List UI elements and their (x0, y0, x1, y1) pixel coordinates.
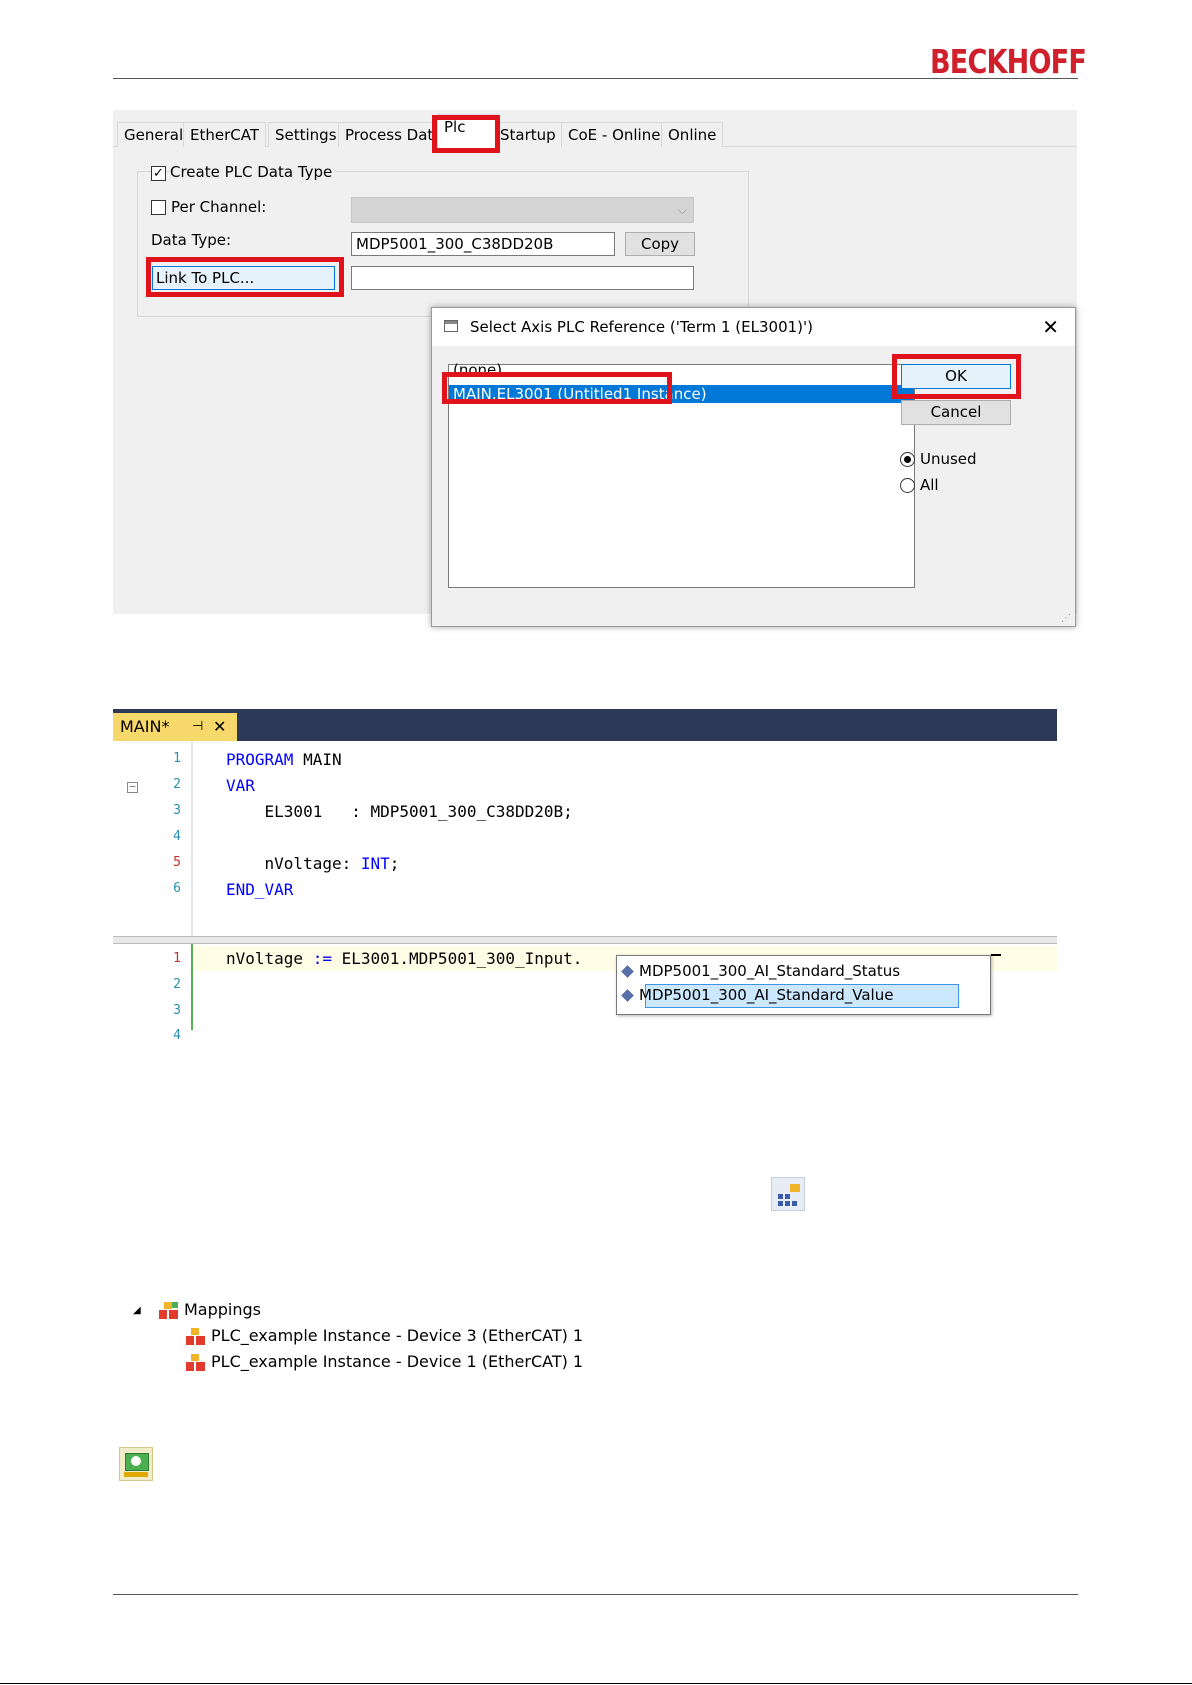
tab-general[interactable]: General (117, 122, 191, 147)
select-axis-plc-reference-dialog: Select Axis PLC Reference ('Term 1 (EL30… (431, 307, 1076, 627)
pane-splitter[interactable] (113, 936, 1057, 944)
beckhoff-logo: BECKHOFF (930, 42, 1087, 81)
tab-startup[interactable]: Startup (493, 122, 563, 147)
tree-item-mapping[interactable]: PLC_example Instance - Device 3 (EtherCA… (186, 1326, 583, 1346)
editor-tab-strip (113, 709, 1057, 741)
header-rule (113, 78, 1078, 79)
window-icon (444, 320, 458, 332)
resize-grip-icon[interactable]: ⋰ (1061, 613, 1071, 624)
all-label: All (920, 476, 939, 494)
dialog-titlebar: Select Axis PLC Reference ('Term 1 (EL30… (432, 308, 1075, 346)
tree-item-mapping[interactable]: PLC_example Instance - Device 1 (EtherCA… (186, 1352, 583, 1372)
mappings-icon (159, 1301, 179, 1320)
link-to-plc-button[interactable]: Link To PLC... (152, 266, 335, 290)
line-number: 4 (173, 829, 181, 844)
code-line: PROGRAM MAIN (226, 750, 342, 769)
line-number: 1 (173, 951, 181, 966)
footer-rule (113, 1594, 1078, 1595)
code-line: EL3001 : MDP5001_300_C38DD20B; (226, 802, 573, 821)
code-line: VAR (226, 776, 255, 795)
create-plc-data-type-label: Create PLC Data Type (170, 163, 336, 181)
code-line: END_VAR (226, 880, 294, 899)
code-line: nVoltage: INT; (226, 854, 400, 873)
list-item[interactable]: MAIN.EL3001 (Untitled1 Instance) (453, 385, 707, 403)
line-number: 1 (173, 751, 181, 766)
line-number: 2 (173, 777, 181, 792)
line-number: 4 (173, 1028, 181, 1043)
list-item-selected-bg (449, 385, 914, 403)
unused-radio[interactable] (900, 452, 915, 467)
close-icon[interactable]: ✕ (213, 717, 227, 736)
line-number: 6 (173, 881, 181, 896)
list-item[interactable]: (none) (453, 361, 503, 379)
tab-coe-online[interactable]: CoE - Online (561, 122, 668, 147)
data-type-label: Data Type: (151, 231, 232, 249)
pin-icon[interactable]: ⊣ (192, 719, 204, 734)
member-icon (621, 989, 634, 1002)
line-number: 2 (173, 977, 181, 992)
tab-settings[interactable]: Settings (268, 122, 344, 147)
cancel-button[interactable]: Cancel (901, 400, 1011, 425)
autocomplete-item[interactable]: MDP5001_300_AI_Standard_Value (621, 984, 893, 1007)
data-type-field[interactable]: MDP5001_300_C38DD20B (351, 232, 615, 256)
per-channel-label: Per Channel: (171, 198, 267, 216)
autocomplete-popup[interactable]: MDP5001_300_AI_Standard_Status MDP5001_3… (616, 955, 991, 1015)
text-cursor (991, 954, 1001, 956)
create-plc-data-type-checkbox[interactable]: ✓ (151, 166, 166, 181)
plc-reference-list[interactable]: (none) MAIN.EL3001 (Untitled1 Instance) (448, 361, 915, 588)
line-number: 3 (173, 803, 181, 818)
generate-mappings-icon (771, 1177, 805, 1211)
plc-editor-screenshot: MAIN* ⊣ ✕ − 1 2 3 4 5 6 PROGRAM MAIN VAR… (113, 709, 1057, 1043)
dialog-title: Select Axis PLC Reference ('Term 1 (EL30… (470, 318, 813, 336)
page-edge-rule (0, 1683, 1192, 1684)
autocomplete-item[interactable]: MDP5001_300_AI_Standard_Status (621, 960, 900, 983)
link-target-field[interactable] (351, 266, 694, 290)
change-marker (191, 944, 193, 1030)
tab-main[interactable]: MAIN* ⊣ ✕ (113, 713, 237, 741)
line-number: 3 (173, 1003, 181, 1018)
unused-label: Unused (920, 450, 977, 468)
tree-item-mappings[interactable]: Mappings (159, 1300, 261, 1320)
autocomplete-selection (645, 984, 959, 1008)
tab-online[interactable]: Online (661, 122, 724, 147)
tab-main-label: MAIN* (120, 717, 170, 736)
declaration-pane[interactable] (113, 741, 1057, 936)
tab-plc[interactable]: Plc (437, 114, 499, 148)
plc-tab-screenshot: General EtherCAT Settings Process Data S… (113, 110, 1077, 627)
close-icon[interactable]: ✕ (1042, 315, 1059, 339)
mapping-icon (186, 1327, 206, 1346)
tab-process-data[interactable]: Process Data (338, 122, 450, 147)
chevron-down-icon: ⌵ (677, 203, 687, 217)
per-channel-select[interactable]: ⌵ (351, 197, 694, 223)
gutter-divider (191, 741, 193, 936)
all-radio[interactable] (900, 478, 915, 493)
collapse-icon[interactable]: − (127, 782, 138, 793)
per-channel-checkbox[interactable] (151, 200, 166, 215)
line-number: 5 (173, 855, 181, 870)
copy-button[interactable]: Copy (625, 232, 695, 256)
member-icon (621, 965, 634, 978)
activate-configuration-icon (119, 1447, 153, 1481)
ok-button[interactable]: OK (901, 364, 1011, 389)
code-line[interactable]: nVoltage := EL3001.MDP5001_300_Input. (226, 949, 583, 968)
mapping-icon (186, 1353, 206, 1372)
tree-expander-icon[interactable]: ◢ (133, 1305, 141, 1316)
tab-ethercat[interactable]: EtherCAT (183, 122, 266, 147)
